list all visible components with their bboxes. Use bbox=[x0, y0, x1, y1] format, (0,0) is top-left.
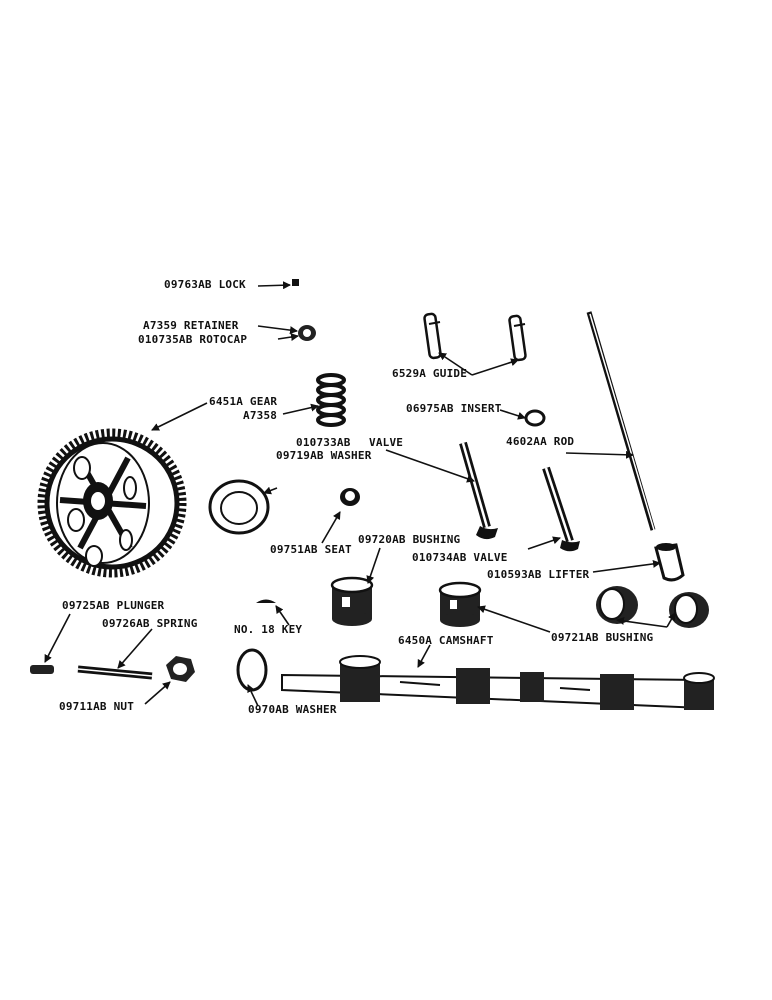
label-bushing-09721: 09721AB BUSHING bbox=[551, 631, 654, 644]
valve-spring-part bbox=[316, 373, 346, 427]
gear-part bbox=[37, 428, 187, 578]
label-camshaft: 6450A CAMSHAFT bbox=[398, 634, 494, 647]
leader-lines bbox=[44, 281, 676, 707]
bushing-part-09721-b bbox=[596, 586, 638, 624]
label-bushing-09720: 09720AB BUSHING bbox=[358, 533, 461, 546]
valve-part-010733 bbox=[459, 441, 498, 540]
label-key: NO. 18 KEY bbox=[234, 623, 303, 636]
label-rotocap: 010735AB ROTOCAP bbox=[138, 333, 248, 346]
label-valve-010734: 010734AB VALVE bbox=[412, 551, 508, 564]
valve-guides-part bbox=[423, 312, 527, 362]
label-nut: 09711AB NUT bbox=[59, 700, 135, 713]
camshaft-part bbox=[281, 655, 715, 710]
bushing-part-09720 bbox=[330, 576, 374, 626]
bushing-part-09721-a bbox=[438, 581, 482, 627]
spring-part bbox=[77, 665, 153, 680]
label-valve-word: VALVE bbox=[369, 436, 404, 449]
plunger-part bbox=[30, 665, 54, 674]
label-lifter: 010593AB LIFTER bbox=[487, 568, 590, 581]
seat-part bbox=[340, 488, 360, 506]
washer-part-0970 bbox=[236, 648, 268, 692]
label-a7358: A7358 bbox=[243, 409, 278, 422]
label-seat: 09751AB SEAT bbox=[270, 543, 352, 556]
valve-part-010734 bbox=[542, 466, 580, 552]
label-washer-09719: 09719AB WASHER bbox=[276, 449, 372, 462]
label-insert: 06975AB INSERT bbox=[406, 402, 502, 415]
bushing-part-09721-c bbox=[669, 592, 709, 628]
lock-part bbox=[292, 279, 299, 286]
nut-part bbox=[166, 656, 195, 682]
rotocap-part bbox=[298, 325, 316, 341]
label-washer-0970: 0970AB WASHER bbox=[248, 703, 337, 716]
insert-part bbox=[524, 409, 546, 427]
label-guide: 6529A GUIDE bbox=[392, 367, 468, 380]
label-gear: 6451A GEAR bbox=[209, 395, 278, 408]
label-plunger: 09725AB PLUNGER bbox=[62, 599, 165, 612]
label-lock: 09763AB LOCK bbox=[164, 278, 246, 291]
washer-part-09719 bbox=[208, 479, 270, 535]
lifter-part bbox=[654, 543, 685, 582]
key-part bbox=[256, 599, 276, 603]
label-retainer: A7359 RETAINER bbox=[143, 319, 239, 332]
label-rod: 4602AA ROD bbox=[506, 435, 575, 448]
label-spring: 09726AB SPRING bbox=[102, 617, 198, 630]
label-valve-010733: 010733AB bbox=[296, 436, 351, 449]
push-rod-part bbox=[586, 311, 656, 531]
